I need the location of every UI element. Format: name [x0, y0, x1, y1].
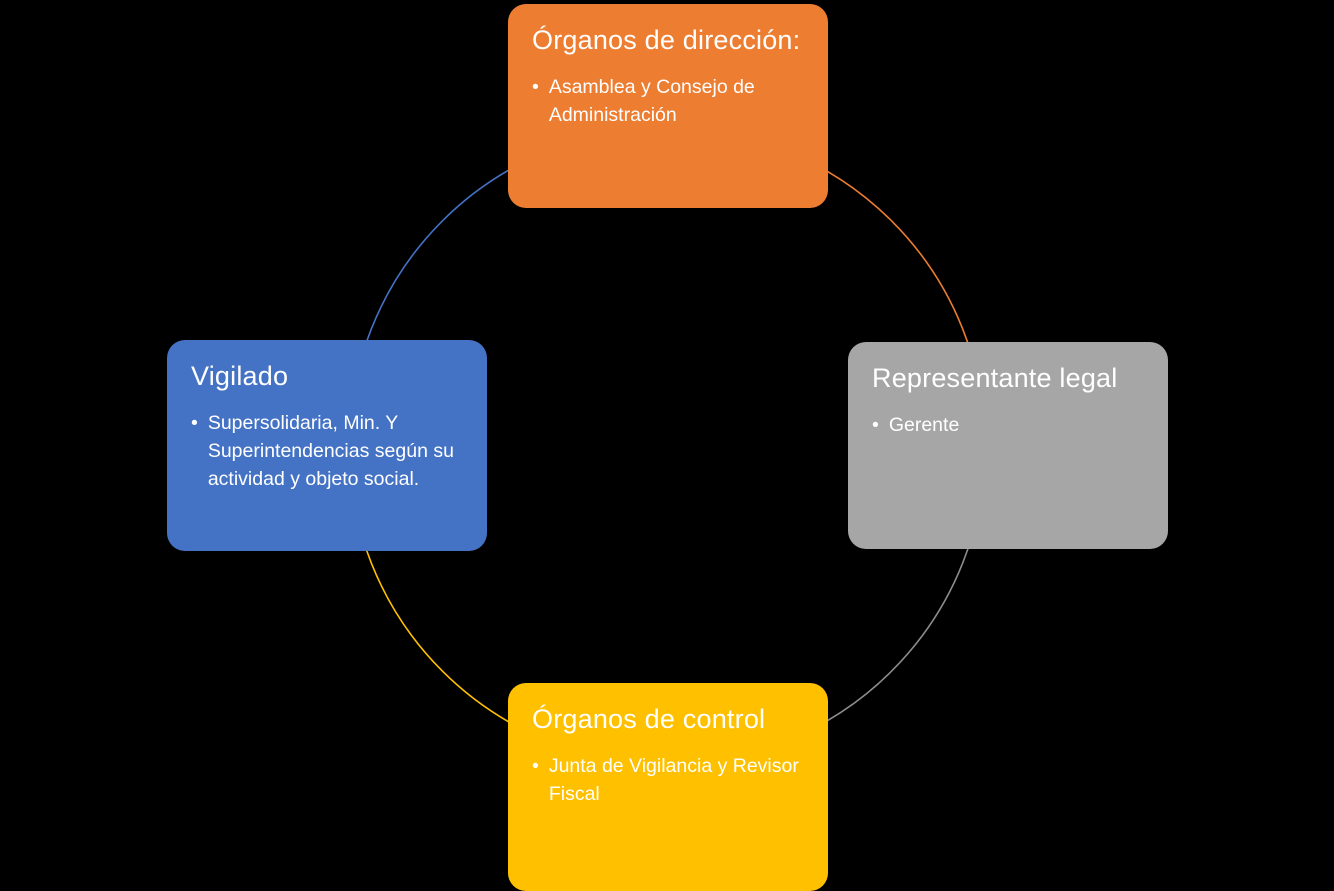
bullet-text: Junta de Vigilancia y Revisor Fiscal	[548, 754, 799, 806]
bullet-marker: •	[532, 754, 539, 777]
node-vigilado: Vigilado • Supersolidaria, Min. Y Superi…	[167, 340, 487, 551]
bullet-marker: •	[532, 75, 539, 98]
node-bullet-item: • Supersolidaria, Min. Y Superintendenci…	[191, 409, 465, 494]
node-title: Órganos de dirección:	[532, 25, 801, 55]
node-title: Vigilado	[191, 361, 289, 391]
node-title: Representante legal	[872, 363, 1118, 393]
bullet-text: Gerente	[888, 413, 960, 436]
bullet-text: Asamblea y Consejo de Administración	[548, 75, 755, 127]
node-organos-de-control: Órganos de control • Junta de Vigilancia…	[508, 683, 828, 891]
node-representante-legal: Representante legal • Gerente	[848, 342, 1168, 549]
node-bullet-item: • Gerente	[872, 411, 1146, 439]
node-bullet-item: • Junta de Vigilancia y Revisor Fiscal	[532, 752, 806, 809]
bullet-text: Supersolidaria, Min. Y Superintendencias…	[207, 411, 454, 491]
node-bullet-item: • Asamblea y Consejo de Administración	[532, 73, 806, 130]
node-title: Órganos de control	[532, 704, 766, 734]
node-organos-de-direccion: Órganos de dirección: • Asamblea y Conse…	[508, 4, 828, 208]
bullet-marker: •	[872, 413, 879, 436]
bullet-marker: •	[191, 411, 198, 434]
